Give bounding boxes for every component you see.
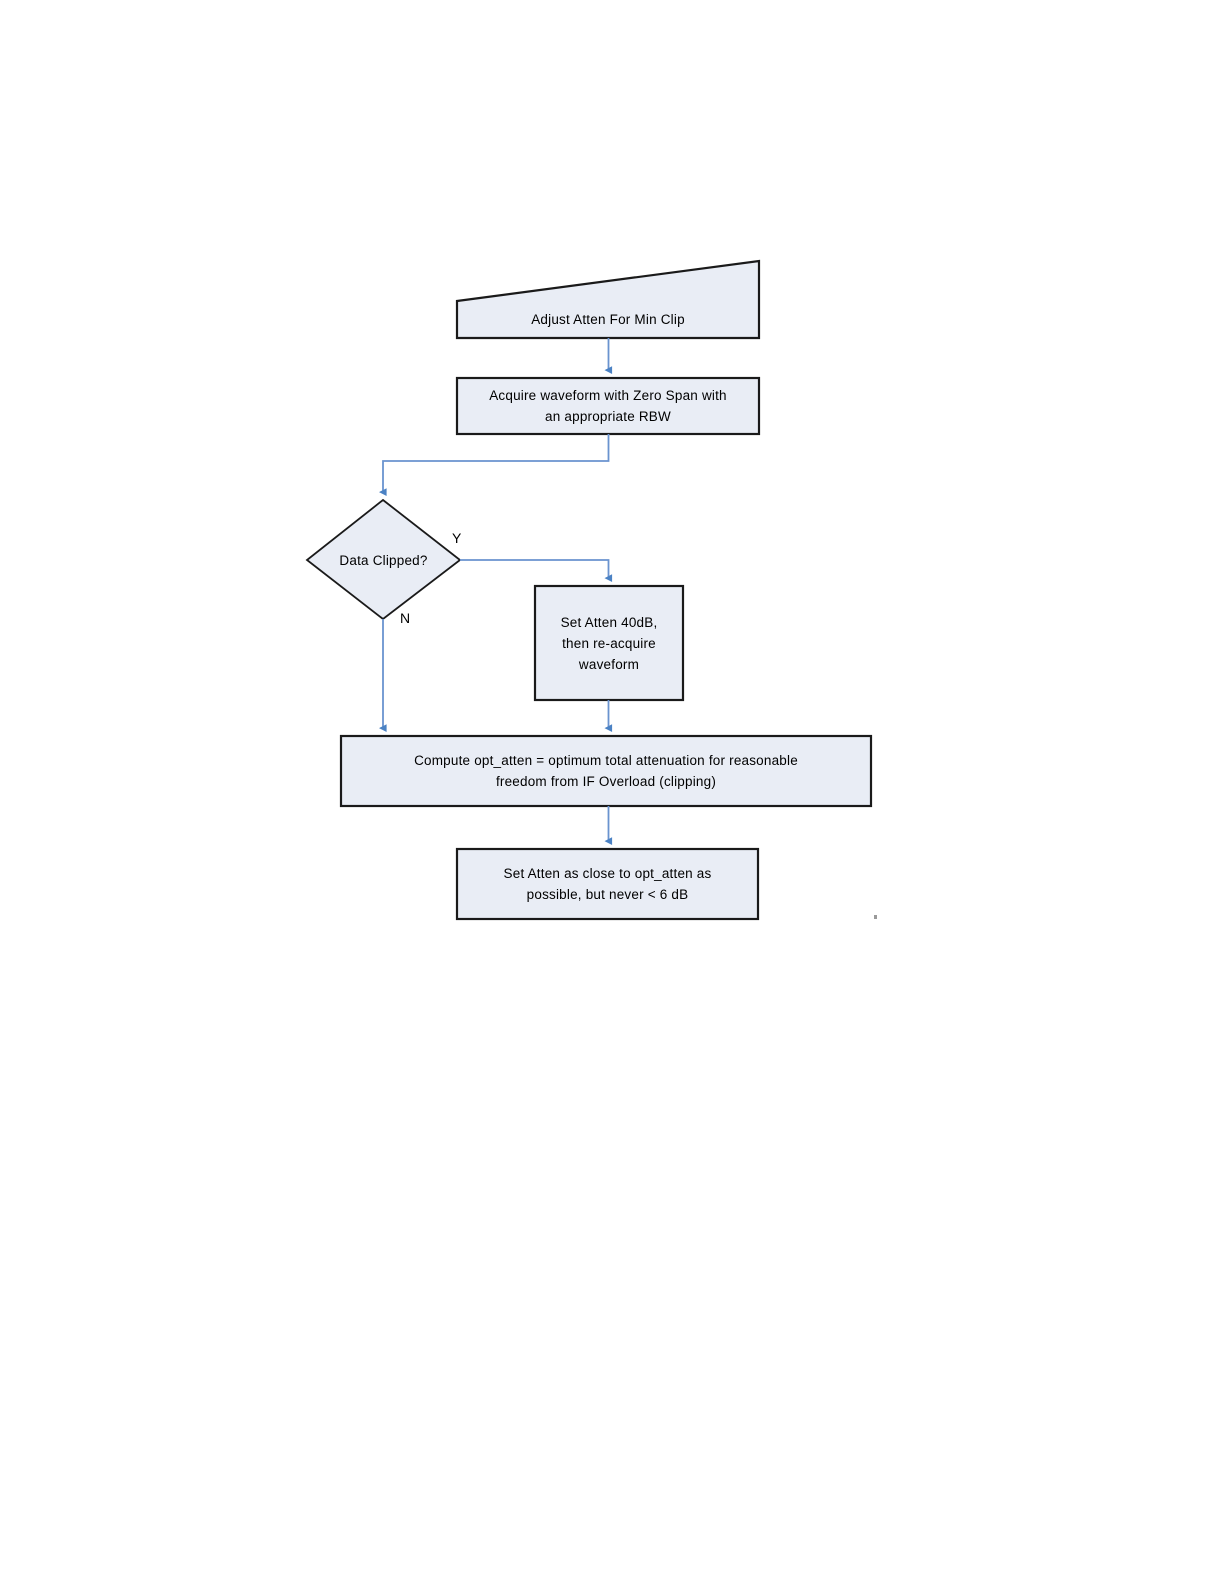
set-atten-final-shape — [455, 847, 760, 921]
acquire-waveform-shape — [455, 376, 761, 436]
connector-decision-yes-to-set-atten-40db — [460, 559, 613, 583]
start-banner-shape — [455, 259, 761, 340]
connector-acquire-to-decision — [378, 434, 610, 497]
compute-opt-atten-shape — [339, 734, 873, 808]
branch-label-yes: Y — [452, 530, 462, 546]
branch-label-no: N — [400, 610, 411, 626]
page-speck-artifact — [874, 915, 877, 919]
set-atten-40db-shape — [533, 584, 685, 702]
data-clipped-decision-shape — [305, 498, 462, 621]
